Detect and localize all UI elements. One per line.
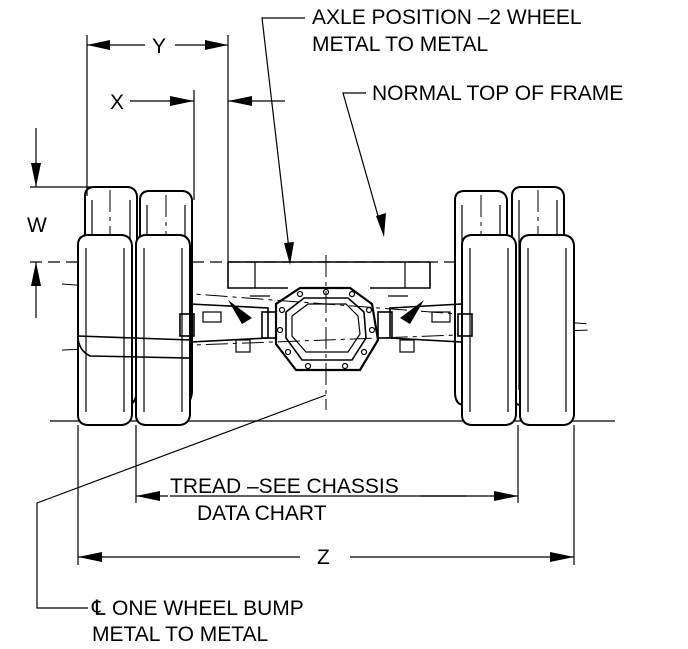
right-outer-tire (519, 234, 575, 426)
frame-rail (227, 261, 431, 289)
right-inner-tire (461, 234, 517, 426)
axle-position-label-line1: AXLE POSITION –2 WHEEL (312, 6, 582, 29)
tread-label-line2: DATA CHART (197, 502, 327, 525)
axle-position-leader (261, 17, 305, 265)
axle-position-label-line2: METAL TO METAL (312, 33, 488, 56)
normal-top-of-frame-label: NORMAL TOP OF FRAME (372, 82, 623, 105)
one-wheel-bump-label-line1: ONE WHEEL BUMP (112, 597, 304, 620)
dim-y-label: Y (152, 35, 166, 58)
tread-label-line1: TREAD –SEE CHASSIS (170, 475, 399, 498)
one-wheel-bump-label-line2: METAL TO METAL (92, 623, 268, 646)
bump-stop-markers (228, 295, 424, 324)
dim-y: Y (86, 35, 229, 262)
differential (261, 286, 393, 372)
dim-z-label: Z (317, 546, 330, 569)
annotations: AXLE POSITION –2 WHEEL METAL TO METAL NO… (91, 6, 623, 646)
dim-z: Z (77, 425, 575, 569)
dim-tread: TREAD –SEE CHASSIS DATA CHART (135, 425, 519, 525)
left-outer-tire (77, 234, 133, 426)
frame-top-leader (342, 92, 386, 237)
dim-w: W (27, 128, 47, 318)
dim-w-label: W (27, 214, 47, 237)
dim-x-label: X (110, 91, 124, 114)
left-inner-tire (135, 234, 191, 426)
dim-x: X (110, 90, 285, 200)
one-wheel-bump-leader (36, 394, 327, 609)
axle-housing (77, 303, 473, 359)
centerline-symbol: ℄ (91, 597, 106, 620)
